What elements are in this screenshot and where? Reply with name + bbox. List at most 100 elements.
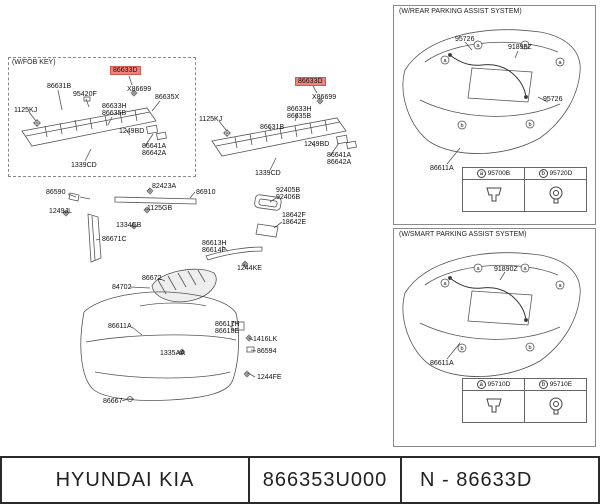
part-label-92405B: 92405B [276,187,301,194]
part-label-95420F: 95420F [73,91,97,98]
part-label-86618E: 86618E [215,328,240,335]
part-label-86613H: 86613H [202,240,227,247]
rear-legend-header-b: b 95720D [524,167,587,180]
part-label-1125KJ-mid: 1125KJ [199,116,223,123]
circled-a: a [476,380,486,389]
part-label-X86699-fob: X86699 [127,86,152,93]
part-label-86631B-mid: 86631B [260,124,285,131]
svg-text:a: a [558,283,562,289]
smart-legend-header-b: b 95710E [524,378,587,391]
part-label-18642E: 18642E [282,219,307,226]
circled-b: b [538,380,548,389]
part-label-82423A: 82423A [152,183,177,190]
part-label-1249BD-fob: 1249BD [119,128,145,135]
rear-legend-header-a: a 95700B [462,167,525,180]
part-number-text: 866353U000 [262,468,388,491]
sensor-holder-icon [485,187,502,201]
smart-assist-markers: a a a a b b [440,263,565,353]
svg-text:b: b [460,123,463,129]
part-label-86617H: 86617H [215,321,240,328]
part-label-86633D-highlight-mid[interactable]: 86633D [295,77,326,87]
part-label-86642A-mid: 86642A [327,159,352,166]
svg-text:a: a [443,58,447,64]
part-label-1244FE: 1244FE [257,374,282,381]
part-label-86641A-mid: 86641A [327,152,352,159]
part-label-86910: 86910 [196,189,216,196]
mid-beam-drawing [211,85,357,171]
rear-legend-icon-cell-a [462,179,525,212]
brand-text: HYUNDAI KIA [55,468,195,491]
part-label-86611A-rear: 86611A [430,165,454,172]
part-label-86633D-highlight-fob[interactable]: 86633D [110,66,141,76]
smart-assist-legend: a 95710D b 95710E [462,378,587,423]
rear-legend-part-a: 95700B [487,170,511,178]
part-ref-text: N - 86633D [420,468,533,491]
svg-text:a: a [558,60,562,66]
part-label-92406B: 92406B [276,194,301,201]
sensor-icon [549,397,562,414]
part-label-1334CB: 1334CB [116,222,142,229]
part-label-86633H-fob: 86633H [102,103,127,110]
rear-assist-legend: a 95700B b 95720D [462,167,587,212]
part-label-86590: 86590 [46,189,66,196]
part-label-86631B-fob: 86631B [47,83,72,90]
svg-text:b: b [460,346,463,352]
part-label-1335AA: 1335AA [160,350,185,357]
part-label-1416LK: 1416LK [253,336,278,343]
part-label-1125KJ-fob: 1125KJ [14,107,38,114]
smart-legend-header-a: a 95710D [462,378,525,391]
smart-assist-bumper-drawing [402,252,581,377]
part-label-84702: 84702 [112,284,132,291]
part-label-91890Z-rear: 91890Z [508,44,532,51]
svg-text:b: b [528,122,531,128]
svg-text:a: a [443,281,447,287]
part-label-1249JL: 1249JL [49,208,72,215]
rear-assist-bumper-drawing [402,29,581,165]
footer-divider [400,458,402,502]
part-label-86642A-fob: 86642A [142,150,167,157]
part-label-1125GB: 1125GB [147,205,173,212]
circled-b: b [538,169,548,178]
svg-text:a: a [523,266,527,272]
part-label-86667: 86667 [103,398,123,405]
footer-divider [248,458,250,502]
rear-parking-panel [393,5,596,225]
rear-legend-icon-cell-b [524,179,587,212]
part-label-86671C: 86671C [102,236,127,243]
smart-parking-panel-title: (W/SMART PARKING ASSIST SYSTEM) [398,231,528,238]
part-label-86635B-fob: 86635B [102,110,127,117]
part-label-95726-2: 95726 [543,96,563,103]
fob-beam-drawing [21,75,167,162]
part-label-1249BD-mid: 1249BD [304,141,330,148]
part-label-86611A-main: 86611A [108,323,132,330]
part-label-86611A-smart: 86611A [430,360,454,367]
part-label-95726-1: 95726 [455,36,475,43]
circled-a: a [476,169,486,178]
part-label-1339CD-fob: 1339CD [71,162,97,169]
part-label-86635X: 86635X [155,94,180,101]
part-label-1339CD-mid: 1339CD [255,170,281,177]
part-info-footer: HYUNDAI KIA 866353U000 N - 86633D [0,456,600,504]
smart-parking-panel [393,228,596,447]
smart-legend-icon-cell-b [524,390,587,423]
rear-assist-markers: a a a a b b [440,40,565,130]
smart-legend-icon-cell-a [462,390,525,423]
svg-text:a: a [523,43,527,49]
rear-legend-part-b: 95720D [549,170,573,178]
main-assembly-drawing [63,187,283,402]
smart-legend-part-a: 95710D [487,381,511,389]
fob-key-panel-title: (W/FOB KEY) [11,59,57,66]
part-label-X86699-mid: X86699 [312,94,337,101]
svg-text:a: a [476,43,480,49]
part-label-86594: 86594 [257,348,277,355]
diagram-line-art: a a a a b b a a a a b b [21,29,581,402]
svg-text:b: b [528,345,531,351]
part-label-86635B-mid: 86635B [287,113,312,120]
sensor-icon [549,186,562,203]
sensor-holder-icon [485,398,502,412]
part-label-1244KE: 1244KE [237,265,262,272]
smart-legend-part-b: 95710E [549,381,573,389]
part-label-86633H-mid: 86633H [287,106,312,113]
svg-text:a: a [476,266,480,272]
fob-key-panel [8,57,196,177]
